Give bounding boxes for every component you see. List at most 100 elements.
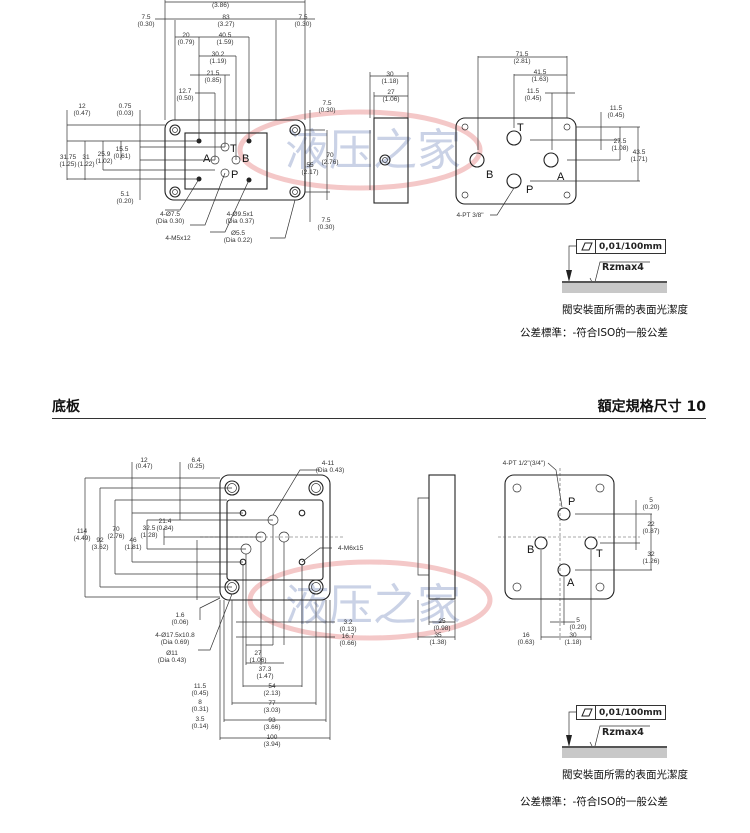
drawing-line — [301, 547, 332, 563]
dimension-label: 71.5 — [516, 51, 529, 58]
dimension-label: (2.76) — [108, 533, 125, 540]
dimension-label: 16 — [522, 632, 530, 639]
hole-outline — [292, 189, 298, 195]
dimension-label: (3.94) — [264, 741, 281, 748]
port-label-t: T — [230, 143, 237, 155]
hole-outline — [172, 127, 178, 133]
hole-outline — [584, 536, 598, 550]
dimension-label: (1.06) — [383, 96, 400, 103]
dimension-label: 92 — [96, 537, 104, 544]
drawing-line — [568, 245, 576, 270]
port-label-a: A — [203, 153, 211, 165]
dimension-label: (0.47) — [74, 110, 91, 117]
dimension-label: (1.81) — [125, 544, 142, 551]
hole-outline — [557, 507, 571, 521]
hole-outline — [461, 123, 469, 131]
dimension-label: (0.47) — [136, 463, 153, 470]
hole-outline — [311, 483, 321, 493]
dimension-label: 5 — [649, 497, 653, 504]
drawing-line — [547, 462, 563, 508]
dimension-label: 46 — [129, 537, 137, 544]
dimension-label: (1.26) — [643, 558, 660, 565]
drawing-line — [490, 187, 515, 216]
section-title: 底板 — [52, 399, 80, 415]
drawing-line — [581, 242, 593, 251]
dim-text: (3.86) — [212, 2, 229, 9]
hole-outline — [382, 157, 388, 163]
dimension-label: (1.08) — [612, 145, 629, 152]
dimension-label: 27.5 — [614, 138, 627, 145]
left-dims-1: 12 (0.47) 0.75 (0.03) 15.5 (0.61) 31.75 … — [60, 103, 134, 205]
drawing-line — [455, 117, 577, 205]
dimension-label: (1.47) — [257, 673, 274, 680]
callouts-2: 4-11 (Dia 0.43) 4-M6x15 1.6 (0.06) 4-Ø17… — [155, 460, 363, 664]
dimension-label: (3.27) — [218, 21, 235, 28]
drawing-line — [190, 172, 226, 226]
dimension-label: (1.38) — [430, 639, 447, 646]
dimension-label: (2.81) — [514, 58, 531, 65]
dimension-label: (0.61) — [114, 153, 131, 160]
port-label-t-2: T — [517, 122, 524, 134]
dimension-label: 11.5 — [527, 88, 540, 95]
dimension-label: 43.5 — [633, 149, 646, 156]
dimension-label: (0.50) — [177, 95, 194, 102]
right-dims-1: 7.5 (0.30) 55 (2.17) 70 (2.76) 7.5 (0.30… — [302, 100, 339, 231]
dimension-label: (0.30) — [138, 21, 155, 28]
hole-outline — [289, 124, 301, 136]
dimension-label: 16.7 — [342, 633, 355, 640]
hole-outline — [220, 168, 230, 178]
dimension-label: (0.84) — [157, 525, 174, 532]
flatness-tolerance-box-2: 0,01/100mm — [576, 705, 667, 720]
dimension-label: (1.18) — [565, 639, 582, 646]
dimension-label: (Dia 0.43) — [158, 657, 187, 664]
dimension-label: 31.75 — [60, 154, 77, 161]
drawing-line — [198, 593, 233, 651]
dimension-label: Ø5.5 — [231, 230, 245, 237]
port-label-p-2: P — [526, 184, 533, 196]
drawing-line — [417, 497, 429, 576]
hole-outline — [461, 191, 469, 199]
hole-outline — [563, 123, 571, 131]
surface-symbol-1 — [562, 281, 667, 293]
drawing-line — [566, 270, 572, 282]
tolerance-standard-note-1: 公差標準：-符合ISO的一般公差 — [520, 327, 668, 339]
dimension-label: 41.5 — [534, 69, 547, 76]
dimension-label: (4.49) — [74, 535, 91, 542]
port-label-a-3: A — [567, 577, 575, 589]
hole-outline — [292, 127, 298, 133]
hole-outline — [557, 563, 571, 577]
dimension-label: 4-PT 3/8" — [456, 212, 484, 219]
dimension-label: (2.13) — [264, 690, 281, 697]
dimension-label: (0.20) — [643, 504, 660, 511]
hole-outline — [506, 173, 522, 189]
dimension-label: (0.30) — [319, 107, 336, 114]
dimension-label: (1.71) — [631, 156, 648, 163]
dimension-label: 8 — [198, 699, 202, 706]
dimension-label: 4-PT 1/2"(3/4") — [503, 460, 546, 467]
dimension-label: 12 — [78, 103, 86, 110]
dimension-label: 31 — [82, 154, 90, 161]
dimension-label: 30 — [569, 632, 577, 639]
dimension-label: (0.30) — [295, 21, 312, 28]
left-dims-2: 114 (4.49) 92 (3.62) 70 (2.76) 46 (1.81)… — [74, 518, 174, 551]
dimension-label: 25 — [438, 618, 446, 625]
dimension-label: (2.17) — [302, 169, 319, 176]
port-label-t-3: T — [596, 548, 603, 560]
dimension-label: 15.5 — [116, 146, 129, 153]
surface-finish-note-1: 閥安裝面所需的表面光潔度 — [562, 304, 688, 316]
hole-outline — [308, 480, 324, 496]
dimension-label: 7.5 — [298, 14, 307, 21]
dimension-label: 70 — [326, 152, 334, 159]
hole-outline — [506, 130, 522, 146]
hole-outline — [512, 483, 522, 493]
dimension-label: 4-Ø9.5x1 — [227, 211, 254, 218]
hole-outline — [298, 558, 306, 566]
dimension-label: (0.63) — [518, 639, 535, 646]
hole-outline — [289, 186, 301, 198]
dimension-label: (3.62) — [92, 544, 109, 551]
hole-outline — [379, 154, 391, 166]
port-label-b-2: B — [486, 169, 493, 181]
drawing-line — [184, 132, 268, 190]
dimension-label: 21.4 — [159, 518, 172, 525]
flatness-value: 0,01/100mm — [599, 241, 663, 252]
